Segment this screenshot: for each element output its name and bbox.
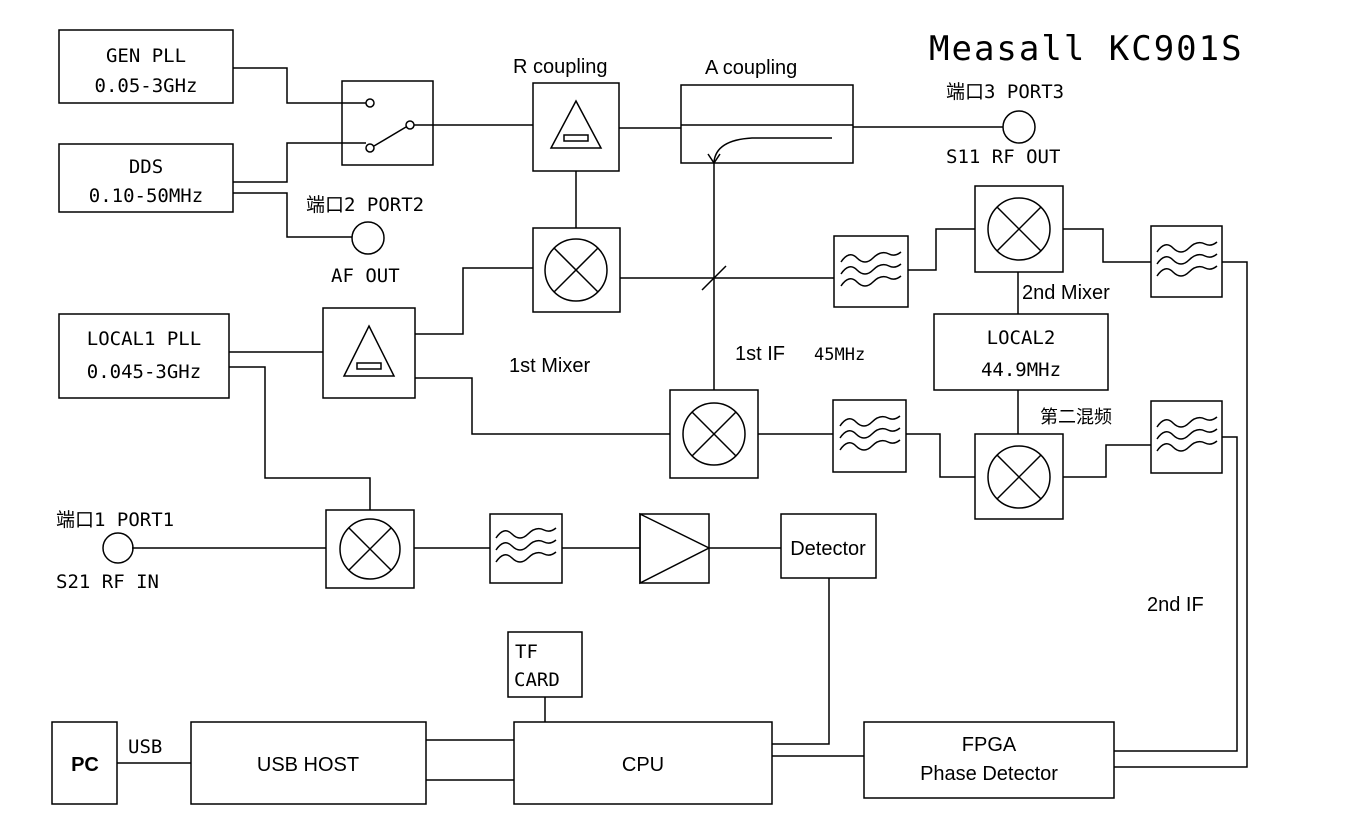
first-if-label: 1st IF [735,343,785,365]
rf-switch [341,80,434,166]
fpga-label: FPGA [962,734,1017,756]
local1-pll-block [58,313,230,399]
port2-connector-icon [351,221,385,255]
local1-name: LOCAL1 PLL [87,328,201,350]
pc-label: PC [71,754,99,776]
filter-wave-icon [495,527,557,563]
filter-wave-icon [839,415,901,451]
r-coupling-symbol [549,99,603,149]
dds-block [58,143,234,213]
dds-range: 0.10-50MHz [89,185,203,207]
filter-wave-icon [1156,241,1218,277]
filter-wave-icon [840,251,902,287]
mixer-x-icon [544,238,608,302]
gen-pll-range: 0.05-3GHz [95,75,198,97]
mixer-x-icon [339,518,401,580]
mixer-x-icon [987,445,1051,509]
phase-detector-label: Phase Detector [920,763,1058,785]
s11-label: S11 RF OUT [946,146,1060,168]
usb-host-block [190,721,427,805]
switch-symbol [342,98,433,153]
filter-symbols [495,241,1218,563]
a-coupling-symbol [681,124,853,165]
second-mixer-label: 2nd Mixer [1022,282,1110,304]
port1-connector-icon [102,532,134,564]
gen-pll-block [58,29,234,104]
r-coupling-label: R coupling [513,56,608,78]
mixer-x-icon [987,197,1051,261]
usb-host-label: USB HOST [257,754,359,776]
usb-label: USB [128,736,162,758]
local2-name: LOCAL2 [987,327,1056,349]
detector-label: Detector [790,538,866,560]
gen-pll-name: GEN PLL [106,45,186,67]
first-if-freq: 45MHz [814,345,865,365]
local2-freq: 44.9MHz [981,359,1061,381]
lo-splitter [322,307,416,399]
cpu-block [513,721,773,805]
mixer-x-icon [682,402,746,466]
cpu-label: CPU [622,754,664,776]
amplifier-block [639,513,710,584]
port1-label: 端口1 PORT1 [56,509,174,531]
detector-block [780,513,877,579]
port3-label: 端口3 PORT3 [946,81,1064,103]
af-out-label: AF OUT [331,265,400,287]
local2-block [933,313,1109,391]
tf-card-block [507,631,583,698]
wires [117,67,1248,781]
a-coupling-block [680,84,854,164]
r-coupling-block [532,82,620,172]
port2-label: 端口2 PORT2 [306,194,424,216]
first-mixer-label: 1st Mixer [509,355,590,377]
splitter-symbol [342,324,396,377]
amplifier-triangle-icon [639,512,711,585]
pc-block [51,721,118,805]
mixer-symbols [339,197,1051,580]
port3-connector-icon [1002,110,1036,144]
dds-name: DDS [129,156,163,178]
second-if-label: 2nd IF [1147,594,1204,616]
a-coupling-label: A coupling [705,57,797,79]
tf-card-line2: CARD [514,669,560,691]
tf-card-line1: TF [515,641,538,663]
local1-range: 0.045-3GHz [87,361,201,383]
s21-label: S21 RF IN [56,571,159,593]
fpga-block [863,721,1115,799]
second-mixer-cn-label: 第二混频 [1040,407,1112,427]
filter-wave-icon [1156,416,1218,452]
diagram-title: Measall KC901S [929,29,1244,69]
